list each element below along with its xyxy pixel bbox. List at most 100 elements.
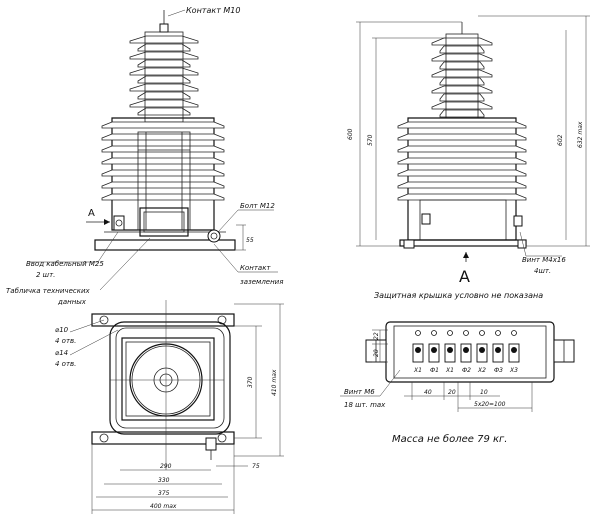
terminal-top-screw: [431, 330, 437, 336]
dim-600: 600: [347, 128, 354, 140]
housing-shed: [101, 145, 225, 153]
insulator-shed: [431, 53, 493, 62]
dim-5x20: 5x20=100: [474, 401, 506, 408]
housing-shed: [397, 121, 527, 129]
terminal-label: Ф3: [494, 367, 503, 374]
dim-632: 632 max: [577, 121, 584, 148]
dim-410: 410 max: [271, 369, 278, 396]
data-plate-label-2: данных: [57, 298, 87, 306]
ground-contact-label-2: заземления: [240, 278, 283, 286]
terminal-screw: [415, 347, 421, 353]
hole-14-label: ⌀14: [55, 349, 68, 357]
insulator-shed: [431, 101, 493, 110]
terminal-label: Х1: [445, 367, 454, 374]
housing-shed: [101, 133, 225, 141]
terminal-screw: [431, 347, 437, 353]
insulator-shed: [431, 85, 493, 94]
dim-55: 55: [246, 237, 254, 244]
dim-40: 40: [424, 389, 432, 396]
dim-375: 375: [158, 490, 170, 497]
terminal-label: Ф2: [462, 367, 471, 374]
insulator-shed: [129, 83, 199, 92]
housing-shed: [397, 193, 527, 201]
insulator-shed: [137, 59, 191, 68]
lower-housing-sheds: [101, 121, 225, 201]
insulator-shed: [129, 99, 199, 108]
insulator-shed: [129, 67, 199, 76]
insulator-shed: [439, 61, 485, 70]
screw-m6-label: Винт М6: [344, 388, 375, 396]
cable-entry-label: Ввод кабельный М25: [26, 260, 104, 268]
side-view: 600 570 632 max 602 Винт М4х16 4шт. А: [347, 15, 590, 286]
terminal-label: Ф1: [430, 367, 439, 374]
insulator-shed: [137, 107, 191, 116]
dim-370: 370: [247, 376, 254, 388]
insulator-shed: [439, 45, 485, 54]
view-a-letter: А: [459, 267, 470, 286]
terminal-label: Х3: [509, 367, 518, 374]
housing-shed: [101, 169, 225, 177]
terminal-top-screw: [495, 330, 501, 336]
data-plate-label: Табличка технических: [6, 287, 91, 295]
contact-m10-label: Контакт М10: [186, 6, 240, 15]
terminal-screw: [511, 347, 517, 353]
housing-shed: [397, 145, 527, 153]
housing-shed: [101, 157, 225, 165]
terminal-screw: [495, 347, 501, 353]
dim-20: 20: [373, 349, 380, 357]
housing-shed: [397, 133, 527, 141]
dim-10: 10: [480, 389, 488, 396]
insulator-shed: [431, 69, 493, 78]
housing-shed: [101, 193, 225, 201]
dim-22: 22: [373, 332, 380, 340]
insulator-shed: [137, 91, 191, 100]
insulator-shed: [129, 35, 199, 44]
terminal-top-screw: [415, 330, 421, 336]
terminal-label: Х2: [477, 367, 486, 374]
screw-m4-qty: 4шт.: [534, 267, 551, 275]
dim-290: 290: [160, 463, 172, 470]
terminal-row: Х1 Ф1 Х1 Ф2 Х2 Ф3 Х3: [412, 330, 520, 374]
housing-shed: [397, 169, 527, 177]
terminal-screw: [479, 347, 485, 353]
insulator-shed: [431, 37, 493, 46]
front-view: Контакт М10 А Болт М12: [6, 6, 283, 306]
bolt-m12-label: Болт М12: [240, 202, 275, 210]
view-a-caption: Защитная крышка условно не показана: [374, 291, 543, 300]
hole-14-qty: 4 отв.: [55, 360, 76, 368]
hole-10-label: ⌀10: [55, 326, 69, 334]
insulator-shed: [137, 75, 191, 84]
screw-m4-label: Винт М4х16: [522, 256, 566, 264]
view-a-terminal-block: Защитная крышка условно не показана Х1 Ф1…: [340, 291, 575, 412]
housing-shed: [397, 181, 527, 189]
housing-shed: [101, 181, 225, 189]
side-lower-sheds: [397, 121, 527, 201]
dim-570: 570: [367, 134, 374, 146]
dim-602: 602: [557, 134, 564, 146]
housing-shed: [397, 157, 527, 165]
insulator-shed: [137, 43, 191, 52]
screw-m6-qty: 18 шт. max: [344, 401, 386, 409]
mass-note: Масса не более 79 кг.: [392, 433, 507, 445]
insulator-shed: [439, 109, 485, 118]
terminal-top-screw: [447, 330, 453, 336]
terminal-top-screw: [479, 330, 485, 336]
hole-10-qty: 4 отв.: [55, 337, 76, 345]
terminal-top-screw: [463, 330, 469, 336]
top-view: ⌀10 4 отв. ⌀14 4 отв. 370 410 max 75 290…: [55, 300, 284, 514]
dim-330: 330: [158, 477, 170, 484]
dim-400: 400 max: [150, 503, 177, 510]
insulator-shed: [439, 77, 485, 86]
dim-20b: 20: [448, 389, 456, 396]
terminal-screw: [463, 347, 469, 353]
side-upper-sheds: [431, 37, 493, 118]
terminal-top-screw: [511, 330, 517, 336]
terminal-screw: [447, 347, 453, 353]
insulator-shed: [129, 51, 199, 60]
insulator-shed: [439, 93, 485, 102]
housing-shed: [101, 121, 225, 129]
view-a-marker: А: [88, 208, 95, 219]
terminal-label: Х1: [413, 367, 422, 374]
upper-insulator-sheds: [129, 35, 199, 116]
